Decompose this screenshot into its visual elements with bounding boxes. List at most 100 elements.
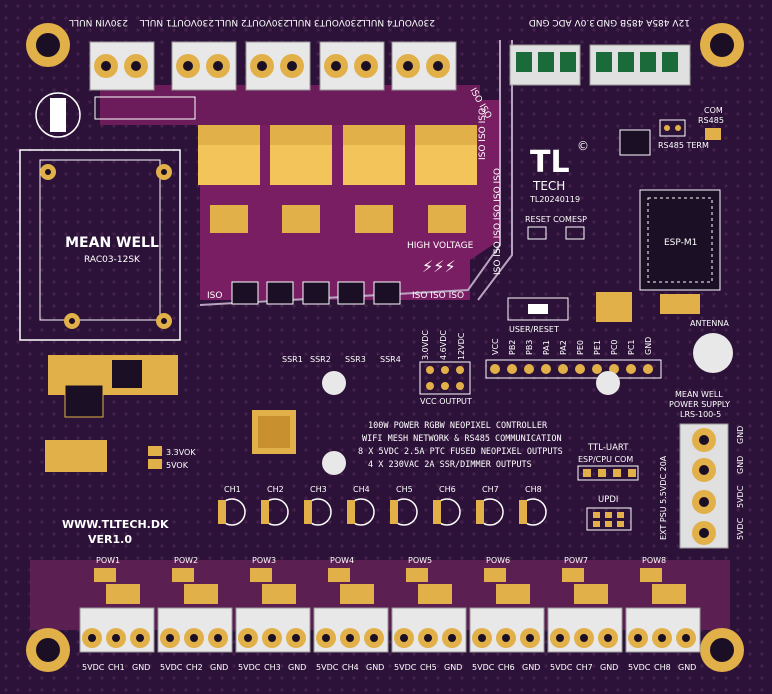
uart-header[interactable] [577, 465, 639, 481]
output-ch-label: CH5 [420, 663, 437, 672]
mounting-hole-bl [26, 628, 70, 672]
terminal-label-230vout4: 230VOUT4 NULL [361, 17, 435, 27]
output-gnd-label: GND [522, 663, 540, 672]
adc-terminal-block [509, 44, 581, 86]
fuse-holder [35, 92, 81, 138]
terminal-label-rs485: 12V 485A 485B GND [596, 17, 690, 27]
terminal-label-230vout3: 230VOUT3 NULL [288, 17, 362, 27]
user-reset-label: USER/RESET [509, 325, 559, 334]
pow-label-1: POW1 [96, 556, 120, 565]
ptc-fuse-7 [562, 568, 608, 604]
channel-label-7: CH7 [482, 485, 499, 494]
ptc-fuse-6 [484, 568, 530, 604]
channel-label-2: CH2 [267, 485, 284, 494]
mains-terminal-2 [171, 41, 237, 91]
esp-button[interactable] [565, 226, 585, 240]
output-terminal-2 [157, 607, 233, 653]
ptc-fuse-8 [640, 568, 686, 604]
ssr-bank [198, 125, 477, 185]
output-ch-label: CH2 [186, 663, 203, 672]
vcc-output-label: VCC OUTPUT [420, 397, 472, 406]
ptc-fuse-1 [94, 568, 140, 604]
status-5vok: 5VOK [166, 461, 189, 470]
output-ch-label: CH1 [108, 663, 125, 672]
terminal-label-230vout1: 230VOUT1 NULL [140, 17, 214, 27]
output-terminal-4 [313, 607, 389, 653]
high-voltage-label: HIGH VOLTAGE [407, 241, 474, 251]
standoff-hole-2 [322, 451, 346, 475]
iso-vertical-b: ISO ISO ISO ISO ISO ISO [493, 168, 503, 275]
terminal-label-230vin: 230VIN NULL [69, 17, 128, 27]
ext-psu-terminal [679, 423, 729, 549]
upper-pour [100, 85, 480, 125]
updi-header[interactable] [586, 507, 632, 531]
output-ch-label: CH3 [264, 663, 281, 672]
gpio-pin [626, 364, 636, 374]
channel-label-1: CH1 [224, 485, 241, 494]
rs485-bus-label: RS485 [698, 116, 724, 125]
esp-module [639, 189, 721, 291]
pow-label-7: POW7 [564, 556, 588, 565]
reset-com-button[interactable] [527, 226, 547, 240]
output-gnd-label: GND [132, 663, 150, 672]
channel-led-4 [347, 498, 375, 526]
esp-module-label: ESP-M1 [664, 238, 697, 248]
user-reset-button[interactable] [507, 297, 569, 321]
ssr2-label: SSR2 [310, 355, 331, 364]
gpio-pin [541, 364, 551, 374]
gpio-pin-label: PB2 [508, 340, 517, 355]
channel-label-3: CH3 [310, 485, 327, 494]
vcc-3v: 3.0VDC [421, 330, 430, 360]
regulator-caps [596, 292, 700, 322]
channel-led-1 [218, 498, 246, 526]
pow-label-5: POW5 [408, 556, 432, 565]
rs485-led [705, 128, 721, 140]
description-line-3: 8 X 5VDC 2.5A PTC FUSED NEOPIXEL OUTPUTS [358, 447, 563, 457]
output-terminal-7 [547, 607, 623, 653]
mains-terminal-3 [245, 41, 311, 91]
mains-terminal-5 [391, 41, 457, 91]
user-reset-actuator [528, 304, 548, 314]
output-vdc-label: 5VDC [82, 663, 105, 672]
iso-barrier [199, 40, 501, 306]
led-3v3ok [148, 446, 162, 456]
ext-psu-side: EXT PSU 5.5VDC 20A [659, 455, 668, 540]
output-vdc-label: 5VDC [394, 663, 417, 672]
ssr4-label: SSR4 [380, 355, 401, 364]
iso-row: ISO ISO ISO [412, 291, 464, 301]
gpio-pin-label: PA2 [559, 340, 568, 355]
ptc-fuse-3 [250, 568, 296, 604]
ext-psu-line-1: MEAN WELL [675, 390, 723, 399]
pow-label-2: POW2 [174, 556, 198, 565]
mains-terminal-row [89, 41, 457, 91]
ext-psu-pin-4: 5VDC [736, 517, 745, 540]
output-ch-label: CH8 [654, 663, 671, 672]
mains-terminal-1 [89, 41, 155, 91]
output-terminal-3 [235, 607, 311, 653]
vcc-jumper-header[interactable] [419, 361, 471, 395]
mcu-chip [252, 410, 296, 454]
output-terminal-5 [391, 607, 467, 653]
ssr1-label: SSR1 [282, 355, 303, 364]
ext-psu-pin-2: GND [736, 456, 745, 474]
iso-left: ISO [207, 291, 222, 301]
output-ch-label: CH7 [576, 663, 593, 672]
iso-vertical-a: ISO ISO ISO [478, 108, 488, 160]
rs485-term-jumper[interactable] [659, 119, 686, 137]
uart-title: TTL-UART [587, 443, 629, 453]
gpio-pin-label: PB3 [525, 340, 534, 355]
lightning-icon: ⚡⚡⚡ [422, 257, 456, 276]
antenna-label: ANTENNA [690, 319, 729, 328]
output-gnd-label: GND [600, 663, 618, 672]
output-ch-label: CH6 [498, 663, 515, 672]
gpio-pin [609, 364, 619, 374]
channel-led-3 [304, 498, 332, 526]
reset-com-label: RESET COM [525, 215, 572, 224]
output-gnd-label: GND [210, 663, 228, 672]
psu-model: RAC03-12SK [84, 255, 141, 265]
output-terminal-8 [625, 607, 701, 653]
terminal-label-adc: 3.0V ADC GND [529, 17, 595, 27]
ext-psu-pin-1: GND [736, 426, 745, 444]
